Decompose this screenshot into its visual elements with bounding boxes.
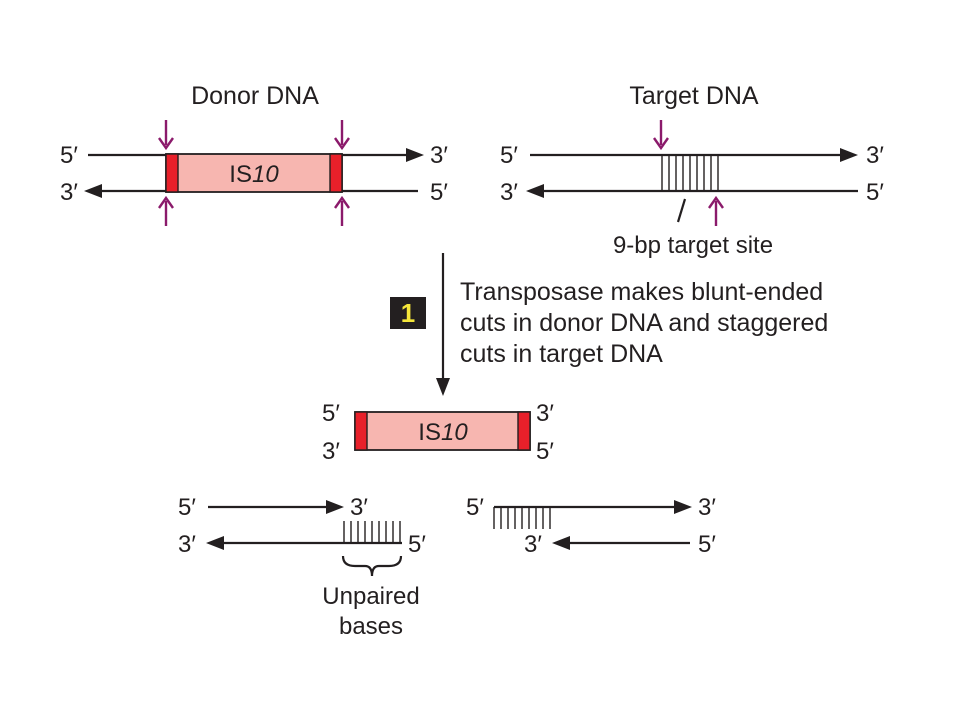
donor-dna-title: Donor DNA [191, 82, 319, 110]
step-text-line-1: Transposase makes blunt-ended [460, 278, 823, 306]
target-site-label: 9-bp target site [613, 232, 773, 259]
unpaired-label-line-2: bases [339, 613, 403, 640]
cut-right-bottom-left-end: 3′ [524, 531, 542, 558]
step-number: 1 [401, 298, 415, 328]
step-number-badge [390, 297, 426, 329]
target-dna: Target DNA 5′ 3′ 3′ 5′ [500, 82, 884, 259]
target-site-ticks [661, 155, 719, 191]
donor-top-arrowhead [406, 148, 424, 162]
cut-left-bottom-right-end: 5′ [408, 531, 426, 558]
donor-top-left-end: 5′ [60, 142, 78, 169]
cut-right-unpaired-ticks [493, 507, 551, 529]
cut-right-bottom-arrowhead [552, 536, 570, 550]
donor-cut-arrow-left-top [158, 120, 174, 151]
donor-bottom-arrowhead [84, 184, 102, 198]
donor-is10-left-end [165, 153, 179, 193]
cut-target-right: 5′ 3′ 3′ 5′ [466, 494, 716, 558]
donor-cut-arrow-right-bottom [334, 195, 350, 226]
cut-right-top-arrowhead [674, 500, 692, 514]
step-1: 1 Transposase makes blunt-ended cuts in … [390, 253, 828, 396]
target-site-pointer [676, 198, 687, 223]
unpaired-label-line-1: Unpaired [322, 583, 419, 610]
excised-is10: IS10 5′ 3′ 3′ 5′ [322, 400, 554, 465]
unpaired-brace [341, 555, 403, 577]
target-bottom-right-end: 5′ [866, 179, 884, 206]
target-cut-arrow-top [653, 120, 669, 151]
excised-is10-right-end [517, 411, 531, 451]
cut-left-top-left-end: 5′ [178, 494, 196, 521]
cut-left-top-arrowhead [326, 500, 344, 514]
target-top-arrowhead [840, 148, 858, 162]
excised-top-left-end: 5′ [322, 400, 340, 427]
donor-top-right-end: 3′ [430, 142, 448, 169]
target-top-right-end: 3′ [866, 142, 884, 169]
cut-left-bottom-arrowhead [206, 536, 224, 550]
donor-cut-arrow-right-top [334, 120, 350, 151]
step-text-line-2: cuts in donor DNA and staggered [460, 309, 828, 337]
donor-is10-right-end [329, 153, 343, 193]
excised-bottom-right-end: 5′ [536, 438, 554, 465]
donor-dna: Donor DNA IS10 5′ 3′ 3′ 5′ [60, 82, 448, 226]
cut-left-top-right-end: 3′ [350, 494, 368, 521]
target-dna-title: Target DNA [629, 82, 759, 110]
donor-cut-arrow-left-bottom [158, 195, 174, 226]
cut-right-top-right-end: 3′ [698, 494, 716, 521]
target-bottom-arrowhead [526, 184, 544, 198]
cut-right-bottom-right-end: 5′ [698, 531, 716, 558]
cut-target-left: 5′ 3′ 3′ 5′ Unpaired bases [178, 494, 426, 640]
target-bottom-left-end: 3′ [500, 179, 518, 206]
excised-bottom-left-end: 3′ [322, 438, 340, 465]
target-top-left-end: 5′ [500, 142, 518, 169]
cut-right-top-left-end: 5′ [466, 494, 484, 521]
donor-bottom-right-end: 5′ [430, 179, 448, 206]
excised-is10-left-end [354, 411, 368, 451]
excised-is10-label: IS10 [418, 419, 468, 446]
excised-top-right-end: 3′ [536, 400, 554, 427]
step-text-line-3: cuts in target DNA [460, 340, 663, 368]
cut-left-unpaired-ticks [343, 521, 401, 543]
donor-bottom-left-end: 3′ [60, 179, 78, 206]
cut-left-bottom-left-end: 3′ [178, 531, 196, 558]
donor-is10-label: IS10 [229, 161, 279, 188]
target-cut-arrow-bottom [708, 195, 724, 226]
step-arrow-head [436, 378, 450, 396]
